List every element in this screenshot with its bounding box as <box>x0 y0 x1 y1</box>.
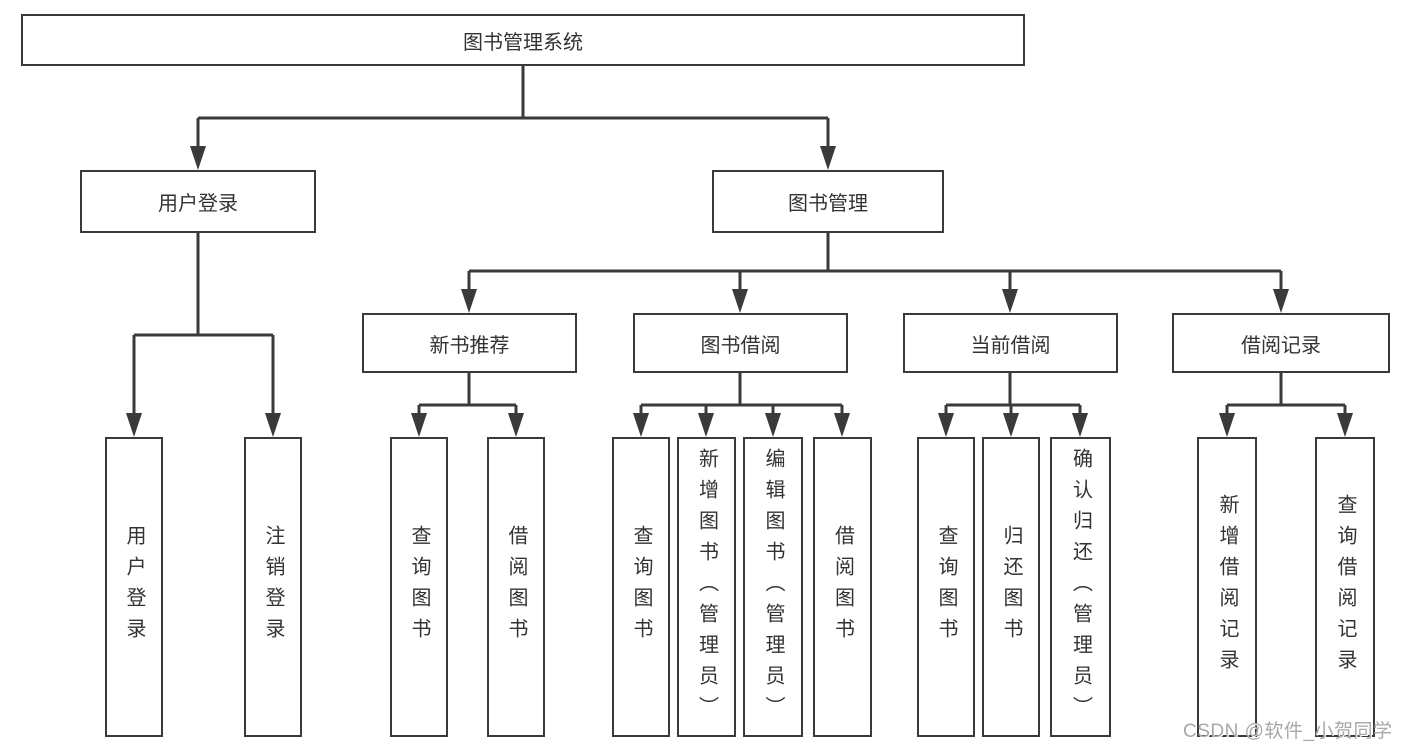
arrowheads <box>126 146 1353 437</box>
leaf-label: 新增借阅记录 <box>1216 494 1238 680</box>
leaf-br-add-record: 新增借阅记录 <box>1197 437 1257 737</box>
leaf-bb-edit-books-admin: 编辑图书（管理员） <box>743 437 803 737</box>
leaf-label: 归还图书 <box>1000 525 1022 649</box>
leaf-cb-query-books: 查询图书 <box>917 437 975 737</box>
leaf-cb-return-books: 归还图书 <box>982 437 1040 737</box>
node-label: 图书管理 <box>788 193 868 215</box>
node-borrow-records: 借阅记录 <box>1172 313 1390 373</box>
csdn-watermark: CSDN @软件_小贺同学 <box>1183 721 1393 742</box>
node-label: 新书推荐 <box>429 334 510 357</box>
leaf-label: 用户登录 <box>123 525 145 649</box>
leaf-label: 借阅图书 <box>505 525 527 649</box>
leaf-logout: 注销登录 <box>244 437 302 737</box>
node-new-book-recommend: 新书推荐 <box>362 313 577 373</box>
node-book-management: 图书管理 <box>712 170 944 233</box>
leaf-label: 借阅图书 <box>831 525 854 649</box>
leaf-nbr-borrow-books: 借阅图书 <box>487 437 545 737</box>
leaf-bb-query-books: 查询图书 <box>612 437 670 737</box>
node-label: 用户登录 <box>158 193 238 215</box>
node-label: 图书借阅 <box>700 334 781 357</box>
node-current-borrow: 当前借阅 <box>903 313 1118 373</box>
node-label: 图书管理系统 <box>463 31 583 54</box>
leaf-bb-borrow-books: 借阅图书 <box>813 437 872 737</box>
leaf-bb-add-books-admin: 新增图书（管理员） <box>677 437 736 737</box>
leaf-label: 查询图书 <box>408 525 430 649</box>
leaf-br-query-record: 查询借阅记录 <box>1315 437 1375 737</box>
node-root: 图书管理系统 <box>21 14 1025 66</box>
leaf-label: 查询借阅记录 <box>1334 494 1356 680</box>
leaf-label: 确认归还（管理员） <box>1069 447 1092 727</box>
node-label: 借阅记录 <box>1241 334 1321 357</box>
node-label: 当前借阅 <box>970 334 1051 357</box>
leaf-label: 注销登录 <box>262 525 284 649</box>
leaf-label: 新增图书（管理员） <box>695 447 718 727</box>
leaf-nbr-query-books: 查询图书 <box>390 437 448 737</box>
leaf-user-login: 用户登录 <box>105 437 163 737</box>
node-user-login: 用户登录 <box>80 170 316 233</box>
leaf-cb-confirm-return-admin: 确认归还（管理员） <box>1050 437 1111 737</box>
leaf-label: 编辑图书（管理员） <box>762 447 784 727</box>
leaf-label: 查询图书 <box>630 525 652 649</box>
leaf-label: 查询图书 <box>935 525 957 649</box>
node-book-borrow: 图书借阅 <box>633 313 848 373</box>
